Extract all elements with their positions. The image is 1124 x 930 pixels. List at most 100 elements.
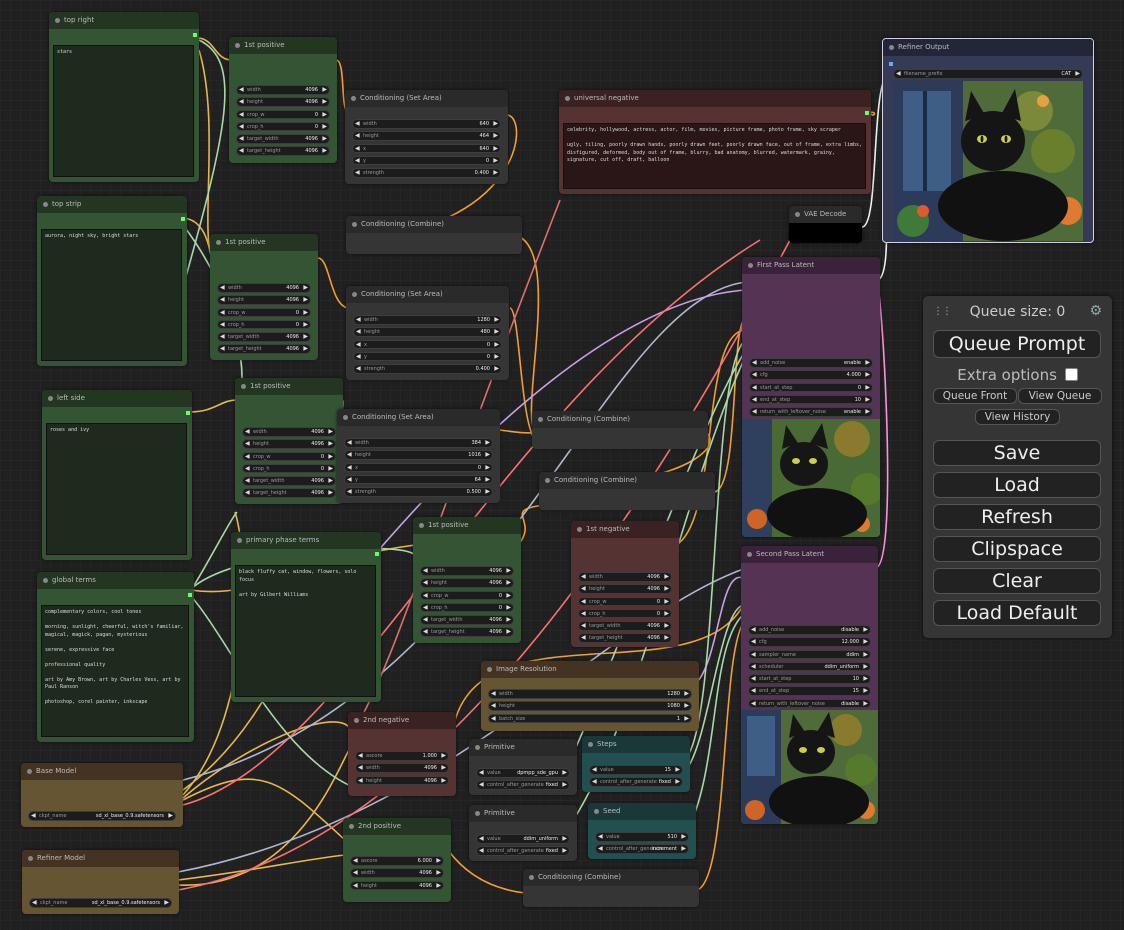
- increment-arrow-icon[interactable]: ▶: [303, 284, 308, 291]
- decrement-arrow-icon[interactable]: ◀: [220, 333, 225, 341]
- decrement-arrow-icon[interactable]: ◀: [598, 845, 603, 853]
- node-conditioning-combine-c[interactable]: Conditioning (Combine): [539, 472, 715, 510]
- increment-arrow-icon[interactable]: ▶: [322, 98, 327, 106]
- increment-arrow-icon[interactable]: ▶: [436, 881, 441, 889]
- increment-arrow-icon[interactable]: ▶: [494, 328, 499, 336]
- decrement-arrow-icon[interactable]: ◀: [592, 778, 597, 786]
- node-conditioning-combine-a[interactable]: Conditioning (Combine): [346, 216, 522, 254]
- node-conditioning-combine-b[interactable]: Conditioning (Combine): [532, 411, 708, 449]
- increment-arrow-icon[interactable]: ▶: [322, 110, 327, 118]
- increment-arrow-icon[interactable]: ▶: [328, 440, 333, 448]
- decrement-arrow-icon[interactable]: ◀: [245, 428, 250, 435]
- increment-arrow-icon[interactable]: ▶: [863, 675, 868, 683]
- increment-arrow-icon[interactable]: ▶: [664, 622, 669, 630]
- drag-handle-icon[interactable]: ⋮⋮: [933, 306, 952, 317]
- increment-arrow-icon[interactable]: ▶: [436, 857, 441, 864]
- increment-arrow-icon[interactable]: ▶: [506, 591, 511, 599]
- increment-arrow-icon[interactable]: ▶: [485, 451, 490, 459]
- decrement-arrow-icon[interactable]: ◀: [751, 675, 756, 683]
- increment-arrow-icon[interactable]: ▶: [562, 835, 567, 842]
- decrement-arrow-icon[interactable]: ◀: [347, 475, 352, 483]
- decrement-arrow-icon[interactable]: ◀: [220, 308, 225, 316]
- decrement-arrow-icon[interactable]: ◀: [239, 110, 244, 118]
- clear-button[interactable]: Clear: [933, 568, 1101, 594]
- node-vae-decode[interactable]: VAE Decode: [789, 206, 862, 243]
- decrement-arrow-icon[interactable]: ◀: [356, 365, 361, 373]
- extra-options-checkbox[interactable]: [1064, 368, 1078, 381]
- decrement-arrow-icon[interactable]: ◀: [355, 132, 360, 140]
- decrement-arrow-icon[interactable]: ◀: [245, 464, 250, 472]
- node-global-terms[interactable]: global terms complementary colors, cool …: [37, 572, 194, 742]
- increment-arrow-icon[interactable]: ▶: [328, 428, 333, 435]
- decrement-arrow-icon[interactable]: ◀: [355, 120, 360, 127]
- increment-arrow-icon[interactable]: ▶: [328, 489, 333, 497]
- decrement-arrow-icon[interactable]: ◀: [423, 579, 428, 587]
- first-pass-preview-image[interactable]: [742, 419, 880, 537]
- increment-arrow-icon[interactable]: ▶: [485, 488, 490, 496]
- output-slot[interactable]: [375, 552, 379, 556]
- increment-arrow-icon[interactable]: ▶: [863, 638, 868, 646]
- decrement-arrow-icon[interactable]: ◀: [358, 752, 363, 759]
- decrement-arrow-icon[interactable]: ◀: [751, 687, 756, 695]
- decrement-arrow-icon[interactable]: ◀: [592, 766, 597, 773]
- decrement-arrow-icon[interactable]: ◀: [358, 764, 363, 772]
- decrement-arrow-icon[interactable]: ◀: [355, 144, 360, 152]
- increment-arrow-icon[interactable]: ▶: [664, 609, 669, 617]
- increment-arrow-icon[interactable]: ▶: [493, 132, 498, 140]
- decrement-arrow-icon[interactable]: ◀: [245, 477, 250, 485]
- increment-arrow-icon[interactable]: ▶: [494, 316, 499, 323]
- decrement-arrow-icon[interactable]: ◀: [491, 690, 496, 697]
- decrement-arrow-icon[interactable]: ◀: [896, 70, 901, 77]
- increment-arrow-icon[interactable]: ▶: [865, 408, 870, 416]
- prompt-textarea[interactable]: celebrity, hollywood, actress, actor, fi…: [563, 123, 866, 189]
- node-primary-phase-terms[interactable]: primary phase terms black fluffy cat, wi…: [231, 532, 381, 702]
- increment-arrow-icon[interactable]: ▶: [865, 371, 870, 379]
- gear-icon[interactable]: ⚙: [1089, 303, 1102, 319]
- decrement-arrow-icon[interactable]: ◀: [358, 776, 363, 784]
- increment-arrow-icon[interactable]: ▶: [863, 626, 868, 633]
- decrement-arrow-icon[interactable]: ◀: [751, 638, 756, 646]
- increment-arrow-icon[interactable]: ▶: [562, 847, 567, 855]
- decrement-arrow-icon[interactable]: ◀: [239, 98, 244, 106]
- decrement-arrow-icon[interactable]: ◀: [581, 622, 586, 630]
- decrement-arrow-icon[interactable]: ◀: [598, 833, 603, 840]
- prompt-textarea[interactable]: complementary colors, cool tones morning…: [41, 605, 189, 737]
- increment-arrow-icon[interactable]: ▶: [493, 156, 498, 164]
- load-button[interactable]: Load: [933, 472, 1101, 498]
- increment-arrow-icon[interactable]: ▶: [441, 776, 446, 784]
- decrement-arrow-icon[interactable]: ◀: [355, 169, 360, 177]
- node-top-right[interactable]: top right stars: [49, 12, 199, 182]
- increment-arrow-icon[interactable]: ▶: [485, 463, 490, 471]
- decrement-arrow-icon[interactable]: ◀: [581, 597, 586, 605]
